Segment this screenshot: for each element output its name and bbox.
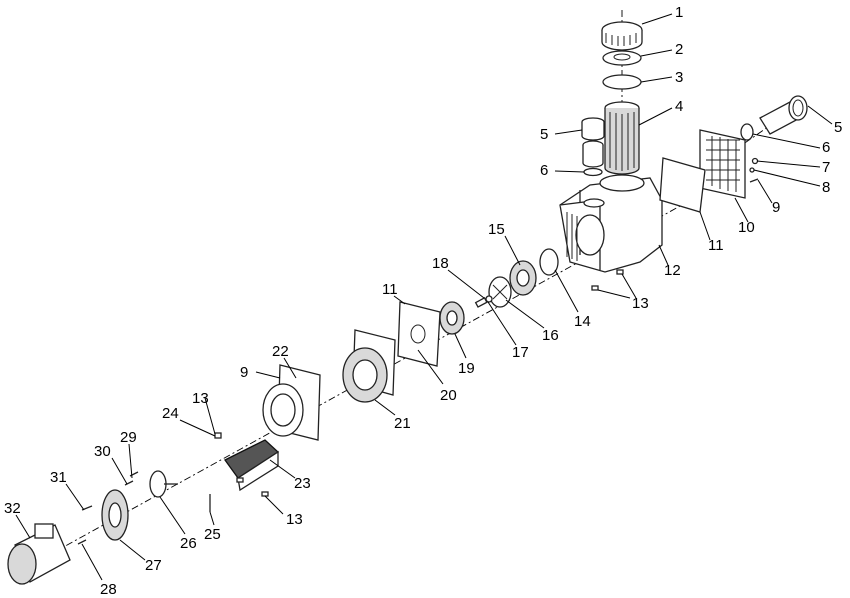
- callout-4: 4: [675, 98, 683, 115]
- callout-20: 20: [440, 387, 457, 404]
- part-6-o-ring-left: [583, 167, 603, 177]
- part-21-flange: [342, 329, 396, 403]
- callout-22: 22: [272, 343, 289, 360]
- part-20-gasket: [397, 301, 441, 367]
- callout-9-left: 9: [240, 364, 248, 381]
- part-19-seal-housing: [439, 301, 465, 335]
- part-11-gasket-right: [659, 157, 706, 213]
- part-3-o-ring: [602, 74, 642, 90]
- part-27-motor-flange: [101, 489, 129, 541]
- callout-13-right: 13: [632, 295, 649, 312]
- callout-29: 29: [120, 429, 137, 446]
- callout-25: 25: [204, 526, 221, 543]
- callout-9-right: 9: [772, 199, 780, 216]
- part-7-8-9-fasteners: [749, 157, 759, 183]
- callout-32: 32: [4, 500, 21, 517]
- callout-18: 18: [432, 255, 449, 272]
- part-4-strainer-basket: [604, 101, 640, 175]
- callout-6-right: 6: [822, 139, 830, 156]
- callout-1: 1: [675, 4, 683, 21]
- part-32-motor: [7, 523, 71, 585]
- part-5-union-left: [581, 117, 605, 168]
- part-2-lid: [602, 50, 642, 66]
- callout-11-right: 11: [708, 237, 724, 254]
- callout-31: 31: [50, 469, 67, 486]
- leader-lines: [15, 13, 833, 581]
- callout-24: 24: [162, 405, 179, 422]
- part-22-adaptor: [262, 364, 321, 441]
- callout-3: 3: [675, 69, 683, 86]
- callout-13-middle: 13: [192, 390, 209, 407]
- part-10-cover-plate: [699, 129, 746, 199]
- part-26-coupling: [149, 470, 178, 498]
- callout-14: 14: [574, 313, 591, 330]
- part-16-impeller: [488, 276, 512, 308]
- callout-26: 26: [180, 535, 197, 552]
- callout-12: 12: [664, 262, 681, 279]
- callout-16: 16: [542, 327, 559, 344]
- part-12-pump-housing: [559, 174, 663, 273]
- part-6-o-ring-right: [740, 123, 754, 141]
- callout-19: 19: [458, 360, 475, 377]
- callout-5-right: 5: [834, 119, 842, 136]
- callout-10: 10: [738, 219, 755, 236]
- callout-11-left: 11: [382, 281, 398, 298]
- callout-8: 8: [822, 179, 830, 196]
- callout-15: 15: [488, 221, 505, 238]
- part-14-o-ring: [539, 248, 559, 276]
- callout-28: 28: [100, 581, 117, 598]
- callout-30: 30: [94, 443, 111, 460]
- callout-27: 27: [145, 557, 162, 574]
- part-13-nuts-right: [591, 269, 624, 291]
- callout-21: 21: [394, 415, 411, 432]
- part-1-lid-ring: [601, 21, 643, 51]
- callout-2: 2: [675, 41, 683, 58]
- callout-13-lower: 13: [286, 511, 303, 528]
- callout-6-left: 6: [540, 162, 548, 179]
- part-17-18-shaft-parts: [474, 295, 493, 308]
- callout-7: 7: [822, 159, 830, 176]
- callout-labels: 1 2 3 4 5 5 6 6 7 8 9 9 10 11 11 12 13 1…: [4, 4, 842, 598]
- callout-5-left: 5: [540, 126, 548, 143]
- part-5-union-right: [759, 95, 808, 135]
- part-15-diffuser: [509, 260, 537, 296]
- part-23-base-foot: [224, 439, 280, 492]
- callout-17: 17: [512, 344, 529, 361]
- callout-23: 23: [294, 475, 311, 492]
